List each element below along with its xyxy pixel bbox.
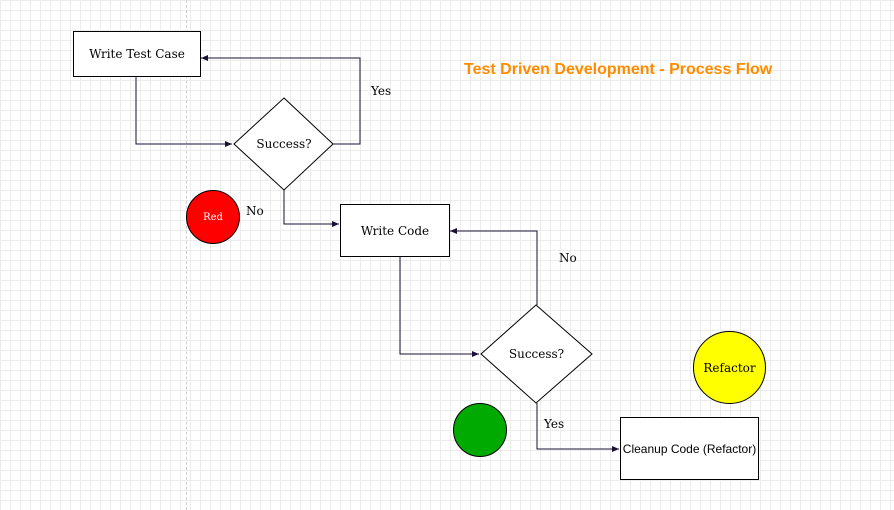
- edge-label-no-1: No: [246, 204, 264, 218]
- edge-label-yes-1: Yes: [371, 84, 392, 98]
- refactor-status-circle: Refactor: [693, 331, 766, 404]
- diagram-title: Test Driven Development - Process Flow: [464, 61, 773, 78]
- write-code-label: Write Code: [360, 223, 430, 238]
- decision-success-2-shape: [480, 304, 593, 404]
- cleanup-code-label: Cleanup Code (Refactor): [622, 441, 757, 456]
- edge-success2-yes-to-cleanup: [536, 403, 619, 452]
- green-status-circle: [453, 403, 507, 457]
- decision-success-2[interactable]: Success?: [481, 340, 592, 368]
- decision-success-1-shape: [233, 97, 334, 191]
- red-status-circle: Red: [186, 190, 240, 244]
- decision-success-1-label: Success?: [256, 137, 312, 151]
- write-code-node[interactable]: Write Code: [340, 204, 450, 257]
- edge-write-code-to-success2: [399, 257, 479, 357]
- refactor-status-label: Refactor: [703, 360, 756, 375]
- edge-label-no-2: No: [559, 251, 577, 265]
- cleanup-code-node[interactable]: Cleanup Code (Refactor): [620, 417, 759, 480]
- edge-success1-no-to-write-code: [283, 190, 339, 227]
- red-status-label: Red: [203, 211, 223, 223]
- write-test-case-node[interactable]: Write Test Case: [73, 31, 201, 77]
- decision-success-2-label: Success?: [508, 347, 565, 361]
- decision-success-1[interactable]: Success?: [234, 130, 334, 158]
- write-test-case-label: Write Test Case: [89, 47, 185, 61]
- edge-label-yes-2: Yes: [544, 417, 565, 431]
- edge-success2-no-loop: [450, 228, 538, 305]
- page-guide-line: [186, 0, 187, 510]
- edge-success1-yes-loop: [201, 55, 361, 145]
- edge-test-to-success1: [135, 77, 232, 147]
